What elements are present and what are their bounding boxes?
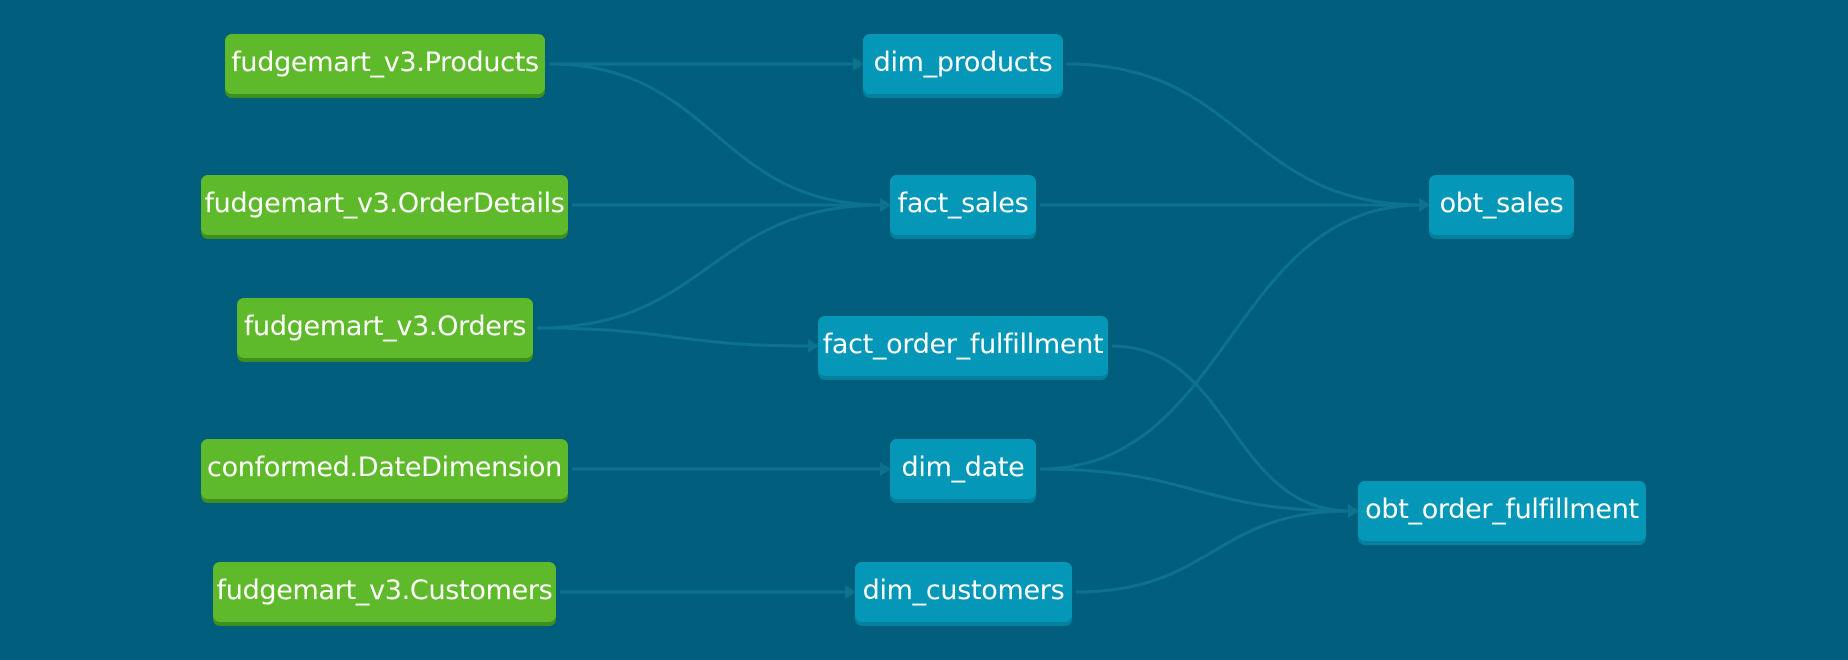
edge-src_orders-to-fact_order_fulfillment: [536, 326, 811, 348]
node-source-products[interactable]: fudgemart_v3.Products: [225, 34, 545, 94]
node-source-datedimension[interactable]: conformed.DateDimension: [201, 439, 568, 499]
node-output-obt-order-fulfillment[interactable]: obt_order_fulfillment: [1358, 481, 1646, 541]
node-source-orders[interactable]: fudgemart_v3.Orders: [237, 298, 533, 358]
node-model-fact-sales[interactable]: fact_sales: [890, 175, 1036, 235]
edge-dim_date-to-obt_sales: [1039, 203, 1422, 471]
arrowhead-dim_date-to-obt_sales: [1419, 198, 1430, 212]
arrowhead-src_customers-to-dim_customers: [845, 585, 856, 599]
arrowhead-dim_customers-to-obt_order_fulfillment: [1348, 504, 1359, 518]
node-model-dim-date[interactable]: dim_date: [890, 439, 1036, 499]
node-model-dim-products[interactable]: dim_products: [863, 34, 1063, 94]
arrowhead-src_products-to-dim_products: [853, 57, 864, 71]
edge-src_orders-to-fact_sales: [536, 203, 883, 330]
arrowhead-src_orders-to-fact_sales: [880, 198, 891, 212]
node-model-fact-order-fulfillment[interactable]: fact_order_fulfillment: [818, 316, 1108, 376]
node-source-customers[interactable]: fudgemart_v3.Customers: [213, 562, 556, 622]
arrowhead-src_orders-to-fact_order_fulfillment: [808, 339, 819, 353]
node-output-obt-sales[interactable]: obt_sales: [1429, 175, 1574, 235]
edge-dim_products-to-obt_sales: [1066, 62, 1422, 207]
node-model-dim-customers[interactable]: dim_customers: [855, 562, 1072, 622]
edge-src_products-to-fact_sales: [548, 62, 883, 207]
edge-dim_date-to-obt_order_fulfillment: [1039, 467, 1351, 513]
edge-dim_customers-to-obt_order_fulfillment: [1075, 509, 1351, 594]
node-source-orderdetails[interactable]: fudgemart_v3.OrderDetails: [201, 175, 568, 235]
arrowhead-src_datedim-to-dim_date: [880, 462, 891, 476]
edge-fact_order_fulfillment-to-obt_order_fulfillment: [1111, 344, 1351, 513]
